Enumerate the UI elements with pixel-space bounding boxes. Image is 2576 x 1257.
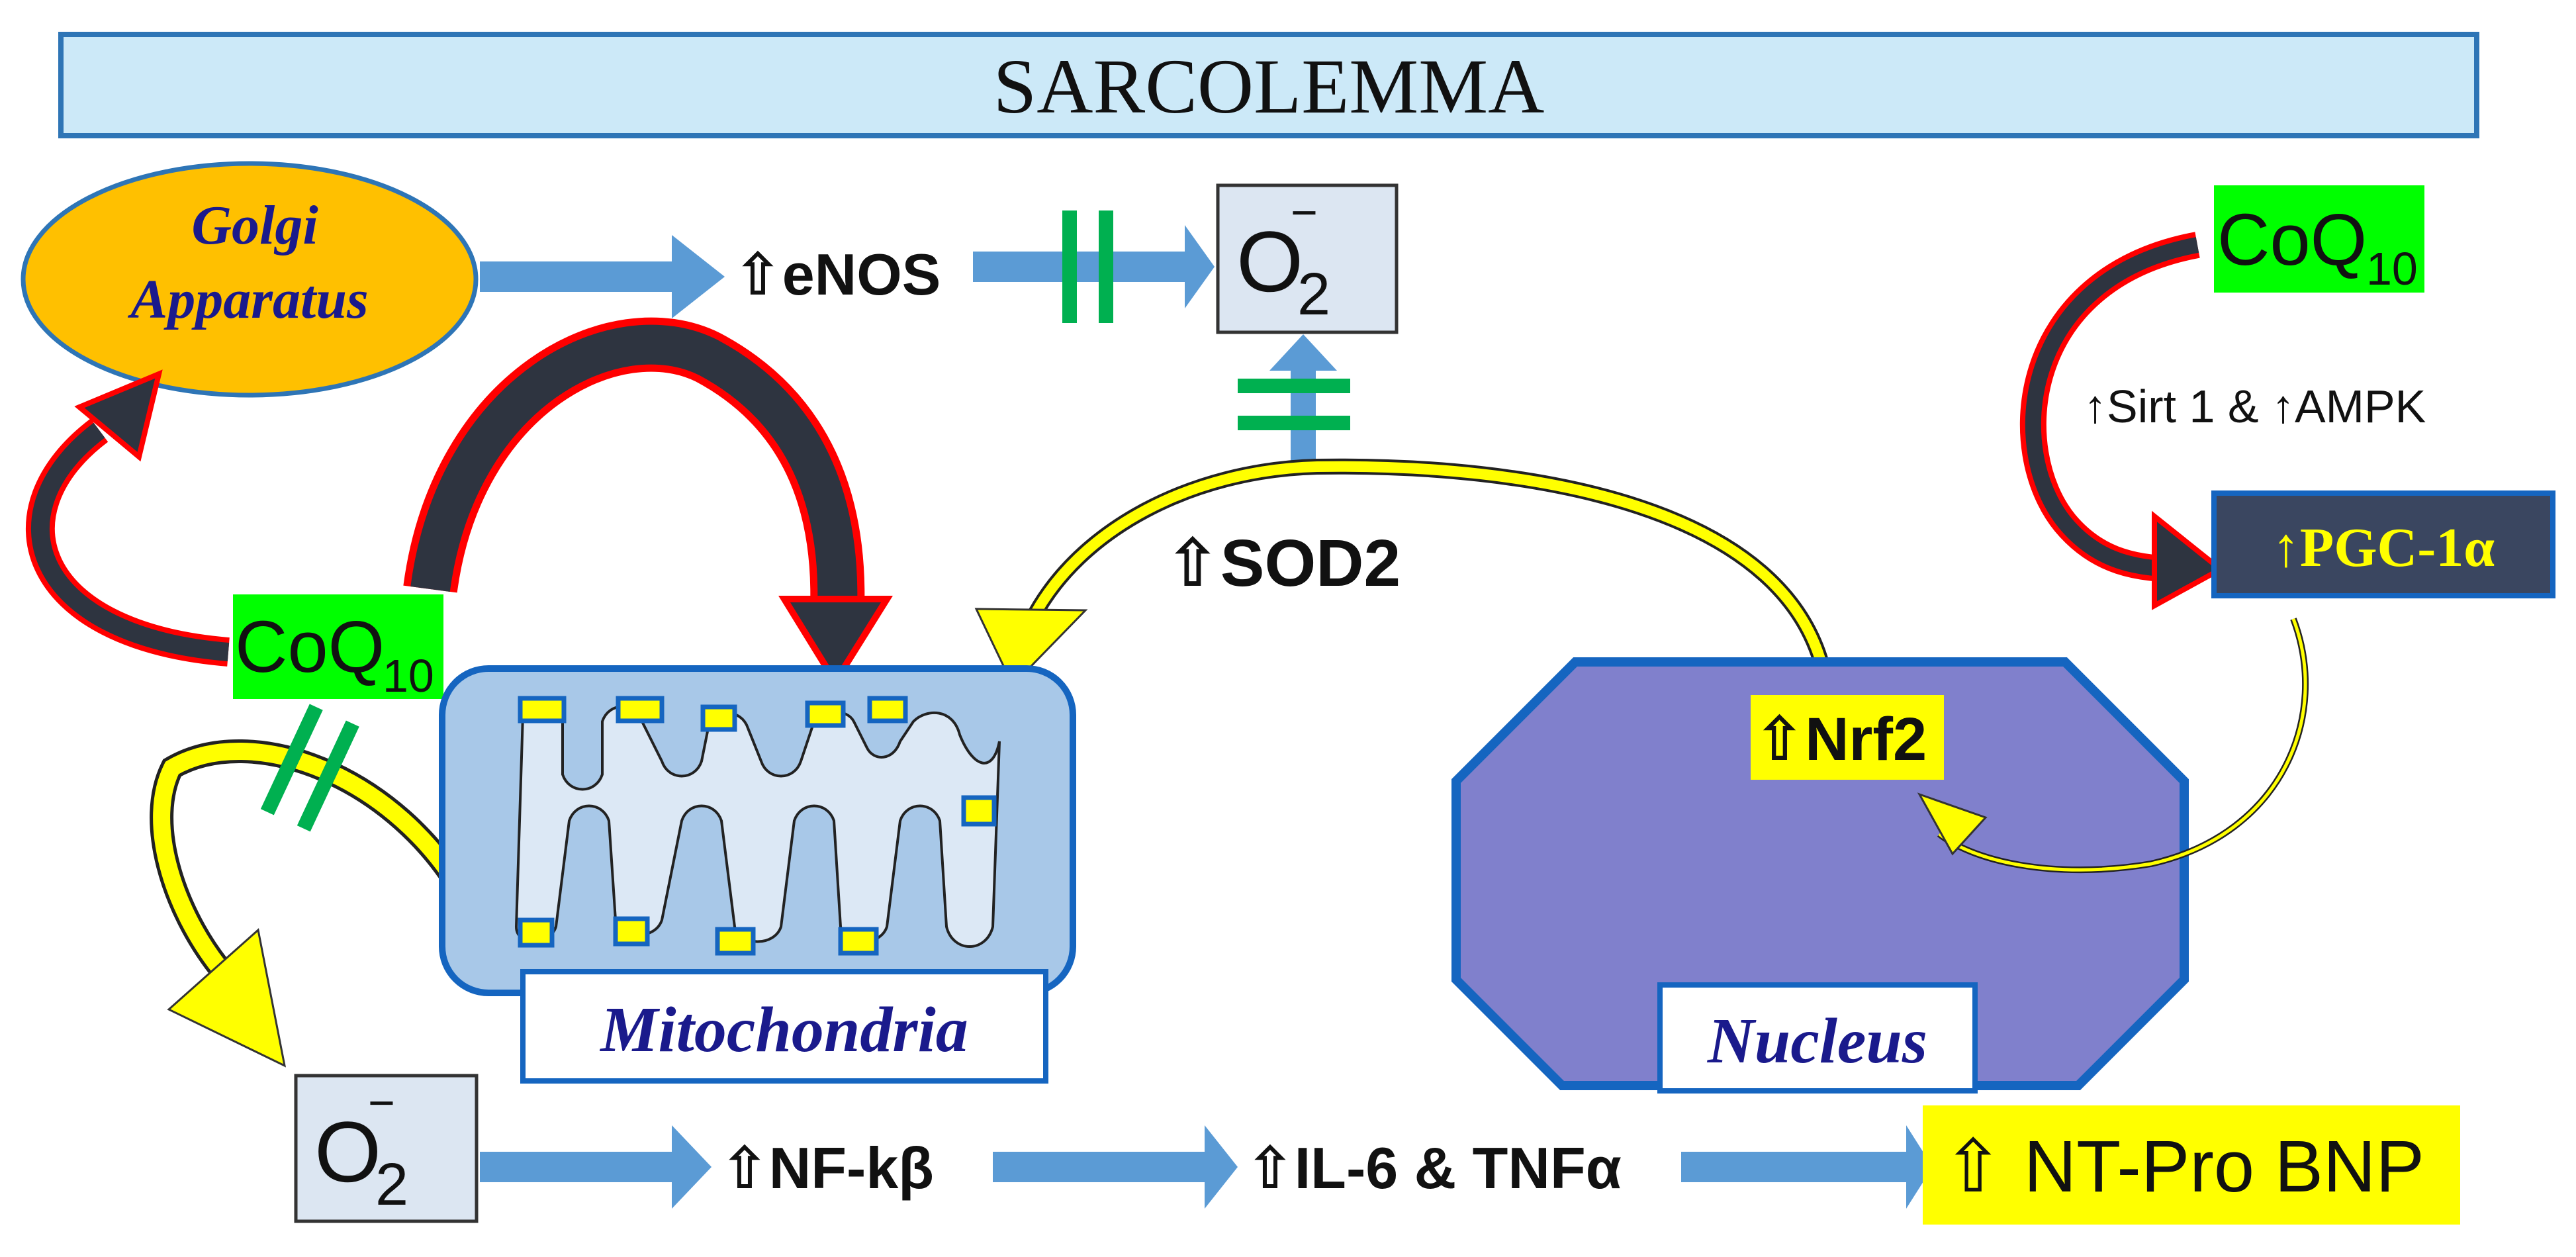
sirt-ampk-label: ↑Sirt 1 & ↑AMPK (2084, 381, 2426, 432)
curved-arrow-icon (974, 458, 1835, 690)
superoxide-charge-bottom: − (368, 1077, 395, 1129)
superoxide-box-top: O 2 − (1216, 183, 1399, 334)
curved-arrow-icon (1917, 618, 2309, 874)
il6-tnf-label: ⇧IL-6 & TNFα (1246, 1135, 1622, 1201)
mitochondria: Mitochondria (439, 665, 1076, 1084)
pgc1a-node: ↑PGC-1α (2211, 490, 2555, 598)
enos-label: ⇧eNOS (733, 242, 941, 307)
golgi-apparatus: Golgi Apparatus (21, 161, 479, 398)
block-symbol-icon (1238, 379, 1350, 430)
superoxide-charge-top: − (1291, 187, 1318, 238)
coq10-right-main: CoQ (2217, 199, 2367, 281)
coq10-left-sub: 10 (383, 650, 434, 702)
superoxide-symbol-bottom: O (314, 1103, 381, 1200)
mito-protein-markers (518, 696, 997, 956)
curved-arrow-icon (150, 739, 477, 1068)
nucleus-label: Nucleus (1707, 1005, 1927, 1077)
arrow-nfkb-to-il6 (993, 1125, 1238, 1209)
arrow-il6-to-ntprobnp (1681, 1125, 1933, 1209)
curved-arrow-icon (403, 317, 894, 688)
superoxide-box-bottom: O 2 − (294, 1074, 479, 1223)
arrow-enos-to-superoxide (973, 225, 1215, 308)
golgi-label-line1: Golgi (191, 195, 318, 256)
curved-arrow-icon (2019, 232, 2226, 610)
curved-arrow-icon (25, 369, 230, 667)
coq10-left-main: CoQ (235, 606, 385, 688)
mitochondria-label: Mitochondria (599, 994, 968, 1066)
nfkb-label: ⇧NF-kβ (720, 1135, 934, 1201)
ntprobnp-label: ⇧ NT-Pro BNP (1943, 1126, 2424, 1207)
ntprobnp-node: ⇧ NT-Pro BNP (1923, 1105, 2460, 1225)
golgi-label-line2: Apparatus (127, 269, 368, 330)
arrow-sod2-to-superoxide (1269, 334, 1337, 473)
coq10-left: CoQ 10 (233, 594, 443, 702)
nrf2-node: ⇧Nrf2 (1751, 695, 1944, 780)
block-symbol-icon (1062, 210, 1113, 323)
arrow-superoxide-to-nfkb (480, 1125, 712, 1209)
sarcolemma-bar: SARCOLEMMA (58, 32, 2479, 138)
superoxide-symbol-top: O (1236, 213, 1303, 310)
coq10-right-sub: 10 (2366, 243, 2418, 295)
sarcolemma-label: SARCOLEMMA (993, 43, 1545, 130)
sod2-label: ⇧SOD2 (1165, 526, 1401, 600)
pgc1a-label: ↑PGC-1α (2272, 517, 2495, 579)
nrf2-label: ⇧Nrf2 (1754, 706, 1927, 773)
superoxide-subscript-top: 2 (1297, 261, 1330, 328)
nucleus: Nucleus (1451, 657, 2189, 1094)
block-symbol-icon (260, 704, 359, 832)
superoxide-subscript-bottom: 2 (375, 1152, 408, 1218)
arrow-golgi-to-enos (480, 235, 725, 318)
coq10-right: CoQ 10 (2214, 185, 2424, 295)
